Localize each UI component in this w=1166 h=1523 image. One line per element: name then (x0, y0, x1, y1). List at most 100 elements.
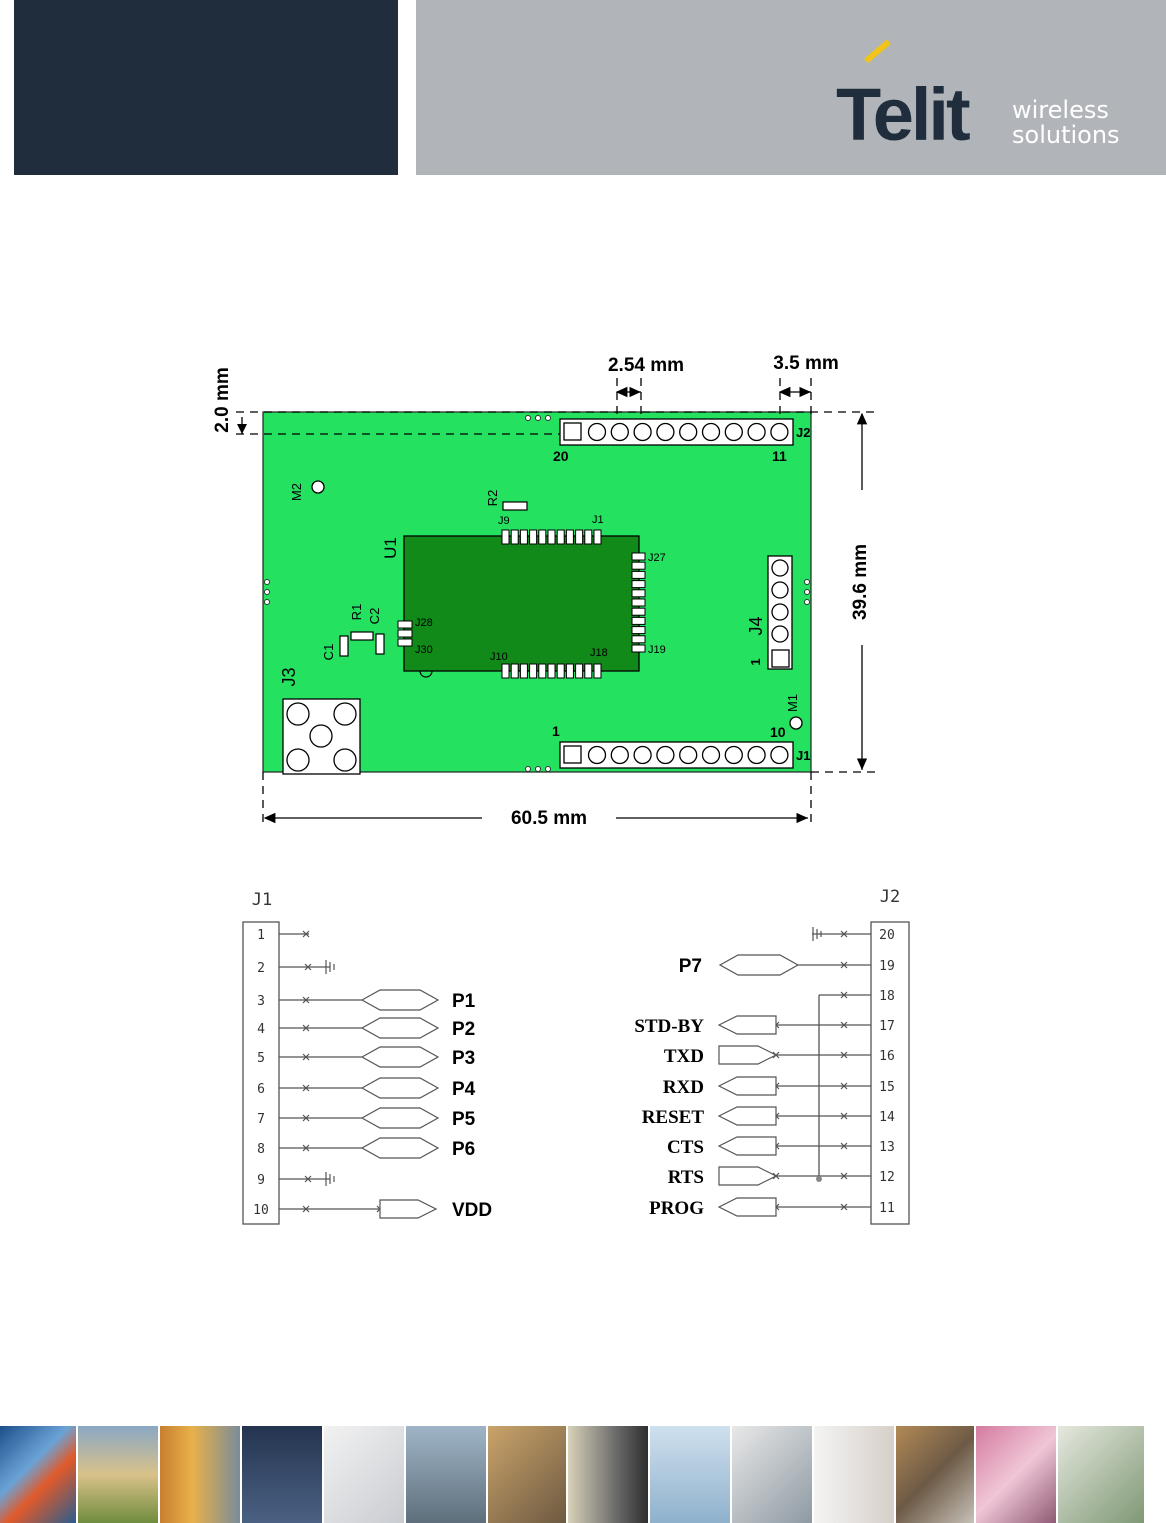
footer-tile (732, 1426, 812, 1523)
footer-tile (896, 1426, 974, 1523)
header-pin (725, 747, 742, 764)
j30-label: J30 (415, 644, 433, 656)
module-pad (566, 664, 573, 678)
header-pin (771, 747, 788, 764)
header-pin (589, 747, 606, 764)
module-pad (576, 664, 583, 678)
j1-schematic-pin: 6 (257, 1082, 265, 1097)
j1-pin-10: 10 (770, 724, 786, 740)
m2-label: M2 (289, 483, 304, 501)
j1-schematic-pin: 1 (257, 928, 265, 943)
j2-signal-label: RESET (642, 1107, 705, 1128)
module-pad (539, 664, 546, 678)
footer-tile (406, 1426, 486, 1523)
module-pad (632, 590, 645, 597)
j2-signal-label: P7 (679, 956, 702, 977)
footer-tile (568, 1426, 648, 1523)
footer-tile (0, 1426, 76, 1523)
module-j1-label: J1 (592, 514, 604, 526)
j2-schematic-pin: 18 (879, 989, 895, 1004)
j2-schematic-pin: 17 (879, 1019, 895, 1034)
r1-label: R1 (349, 604, 364, 621)
j4-label: J4 (746, 616, 766, 635)
module-pad (520, 664, 527, 678)
module-pad (632, 599, 645, 606)
module-pad (585, 664, 592, 678)
footer-tile (814, 1426, 894, 1523)
module-pad (511, 530, 518, 544)
module-pad (557, 530, 564, 544)
header-pin (703, 747, 720, 764)
j1-schematic-pin: 9 (257, 1173, 265, 1188)
j2-schematic-pin: 16 (879, 1049, 895, 1064)
module-pad (502, 664, 509, 678)
footer-tile (1058, 1426, 1144, 1523)
j2-schematic-pin: 14 (879, 1110, 895, 1125)
j1-label: J1 (796, 748, 810, 763)
j1-schematic-pin: 2 (257, 961, 265, 976)
dim-top: 2.0 mm (212, 367, 233, 432)
j27-label: J27 (648, 552, 666, 564)
footer-tile (650, 1426, 730, 1523)
r2-label: R2 (485, 490, 500, 507)
j10-label: J10 (490, 651, 508, 663)
module-pad (398, 621, 412, 628)
module-pad (502, 530, 509, 544)
header-pin (680, 424, 697, 441)
module-pad (539, 530, 546, 544)
module-pad (632, 636, 645, 643)
header-pin (657, 747, 674, 764)
header-pin (725, 424, 742, 441)
module-pad (576, 530, 583, 544)
j2-signal-label: CTS (667, 1137, 704, 1158)
j2-schematic-title: J2 (880, 887, 900, 907)
c2-label: C2 (367, 608, 382, 625)
j2-schematic-pin: 19 (879, 959, 895, 974)
module-pad (632, 562, 645, 569)
header-pin (611, 747, 628, 764)
j4-pin1-label: 1 (748, 658, 763, 665)
j1-signal-label: P3 (452, 1048, 475, 1069)
footer-tile (324, 1426, 404, 1523)
j28-label: J28 (415, 617, 433, 629)
dim-pitch: 2.54 mm (608, 355, 684, 376)
u1-label: U1 (381, 537, 400, 559)
j1-schematic-pin: 3 (257, 994, 265, 1009)
j1-schematic-pin: 4 (257, 1022, 265, 1037)
footer-tile (488, 1426, 566, 1523)
j2-pin-11: 11 (772, 448, 787, 464)
header-pin (657, 424, 674, 441)
header-pin (589, 424, 606, 441)
m1-hole (790, 717, 802, 729)
module-pad (585, 530, 592, 544)
j1-signal-label: P6 (452, 1139, 475, 1160)
footer-photo-strip (0, 1426, 1166, 1523)
j2-label: J2 (796, 425, 810, 440)
j19-label: J19 (648, 644, 666, 656)
footer-tile (976, 1426, 1056, 1523)
j2-schematic-pin: 20 (879, 928, 895, 943)
module-pad (632, 571, 645, 578)
module-pad (398, 639, 412, 646)
j1-schematic-pin: 5 (257, 1051, 265, 1066)
m1-label: M1 (785, 694, 800, 712)
module-pad (557, 664, 564, 678)
c1-label: C1 (321, 644, 336, 661)
module-pad (511, 664, 518, 678)
module-pad (548, 664, 555, 678)
header-pin (680, 747, 697, 764)
module-pad (530, 530, 537, 544)
j1-signal-label: P2 (452, 1019, 475, 1040)
j1-schematic-pin: 10 (253, 1203, 269, 1218)
module-pad (520, 530, 527, 544)
j2-signal-label: RXD (663, 1077, 704, 1098)
header-pin (748, 747, 765, 764)
j1-signal-label: P5 (452, 1109, 476, 1130)
j18-label: J18 (590, 647, 608, 659)
j1-schematic-pin: 8 (257, 1142, 265, 1157)
j2-signal-label: TXD (664, 1046, 704, 1067)
module-pad (632, 645, 645, 652)
header-pin (748, 424, 765, 441)
module-pad (548, 530, 555, 544)
